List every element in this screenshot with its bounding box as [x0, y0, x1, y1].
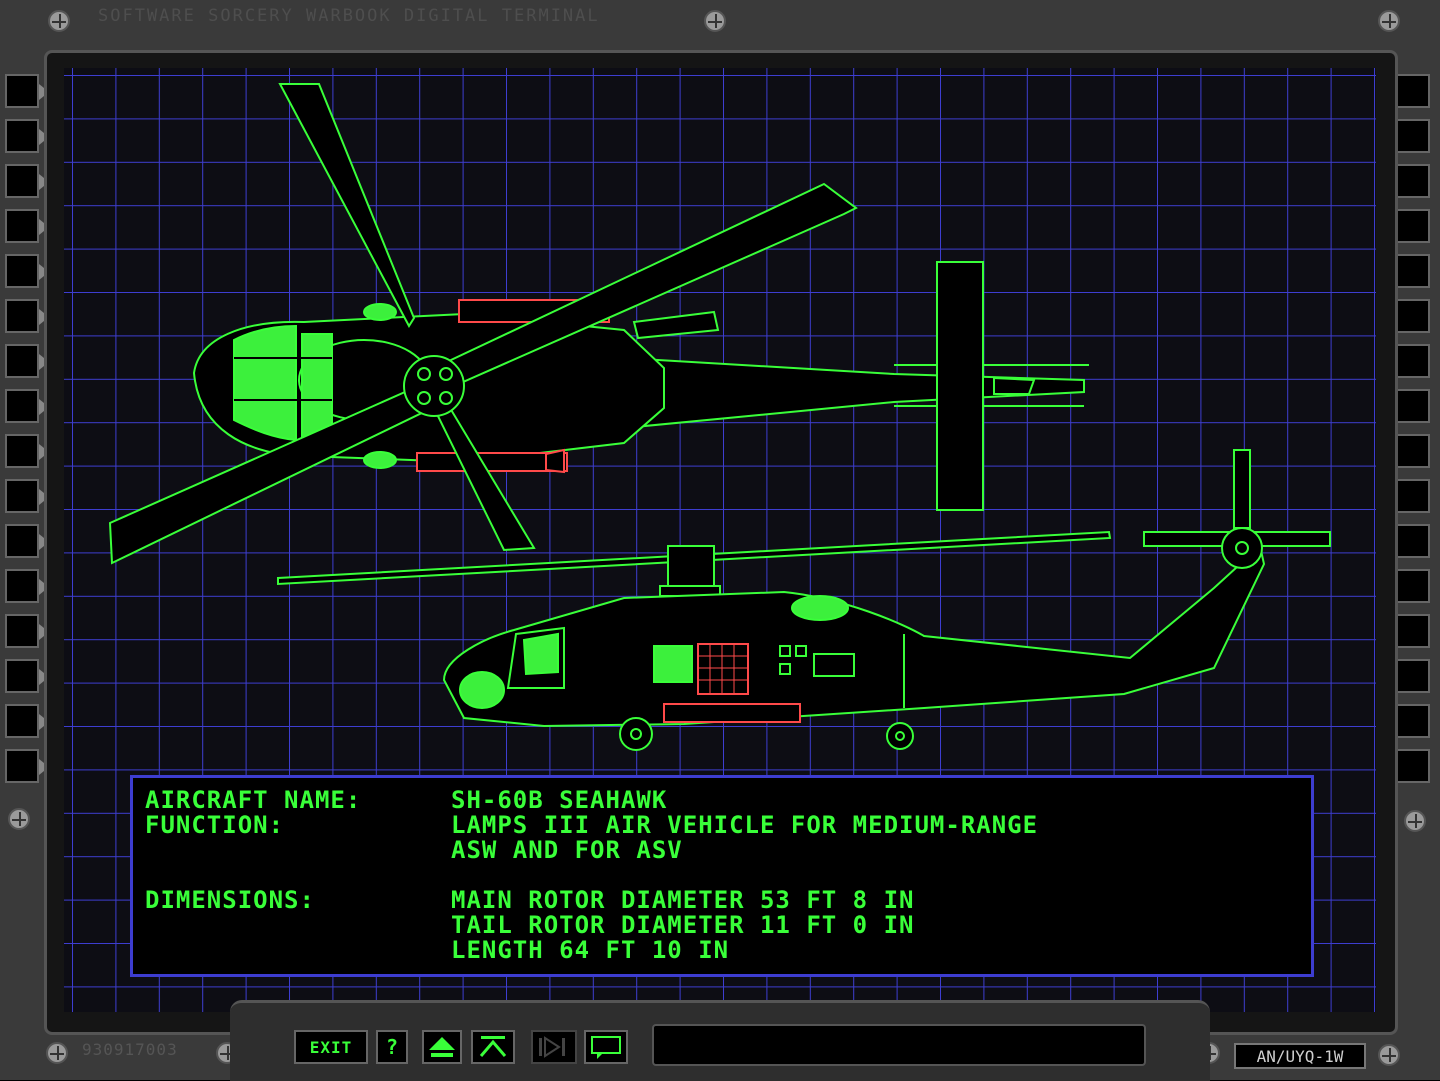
screw-icon — [1378, 1044, 1400, 1066]
dimension-line: LENGTH 64 FT 10 IN — [451, 936, 730, 964]
aircraft-info-panel: AIRCRAFT NAME: SH-60B SEAHAWK FUNCTION: LA… — [130, 775, 1314, 977]
helicopter-top-view — [108, 83, 1089, 565]
screw-icon — [1378, 10, 1400, 32]
next-page-icon — [539, 1036, 565, 1058]
side-tab[interactable] — [1386, 524, 1430, 558]
next-page-button[interactable] — [531, 1030, 577, 1064]
side-tab[interactable] — [1386, 119, 1430, 153]
screw-icon — [704, 10, 726, 32]
side-tab[interactable] — [1386, 749, 1430, 783]
side-tab[interactable] — [5, 209, 49, 243]
screw-icon — [48, 10, 70, 32]
function-label: FUNCTION: — [145, 811, 285, 839]
side-tab[interactable] — [5, 524, 49, 558]
display-button[interactable] — [584, 1030, 628, 1064]
side-tab[interactable] — [5, 119, 49, 153]
side-tab[interactable] — [1386, 164, 1430, 198]
side-tab[interactable] — [1386, 299, 1430, 333]
side-tab[interactable] — [5, 659, 49, 693]
function-line: ASW AND FOR ASV — [451, 836, 683, 864]
side-tab[interactable] — [5, 569, 49, 603]
status-display-field — [652, 1024, 1146, 1066]
screw-icon — [46, 1042, 68, 1064]
dimension-line: MAIN ROTOR DIAMETER 53 FT 8 IN — [451, 886, 915, 914]
side-tab[interactable] — [1386, 344, 1430, 378]
side-tab[interactable] — [1386, 704, 1430, 738]
side-tab[interactable] — [1386, 209, 1430, 243]
side-tab[interactable] — [5, 164, 49, 198]
help-button[interactable]: ? — [376, 1030, 408, 1064]
side-tab[interactable] — [1386, 74, 1430, 108]
side-tab[interactable] — [5, 74, 49, 108]
helicopter-side-view — [277, 449, 1331, 751]
aircraft-name-label: AIRCRAFT NAME: — [145, 786, 362, 814]
side-tab[interactable] — [1386, 389, 1430, 423]
right-side-tabs — [1386, 74, 1436, 794]
terminal-header-label: SOFTWARE SORCERY WARBOOK DIGITAL TERMINA… — [98, 6, 600, 26]
side-tab[interactable] — [5, 614, 49, 648]
device-model-label: AN/UYQ-1W — [1234, 1043, 1366, 1069]
top-arrow-icon — [479, 1036, 507, 1057]
side-tab[interactable] — [5, 704, 49, 738]
serial-number-label: 930917003 — [82, 1040, 178, 1059]
side-tab[interactable] — [1386, 434, 1430, 468]
function-line: LAMPS III AIR VEHICLE FOR MEDIUM-RANGE — [451, 811, 1039, 839]
side-tab[interactable] — [1386, 479, 1430, 513]
display-icon — [591, 1036, 621, 1059]
page-top-button[interactable] — [471, 1030, 515, 1064]
page-up-button[interactable] — [422, 1030, 462, 1064]
dimensions-label: DIMENSIONS: — [145, 886, 315, 914]
screw-icon — [8, 808, 30, 830]
side-tab[interactable] — [5, 434, 49, 468]
side-tab[interactable] — [1386, 659, 1430, 693]
side-tab[interactable] — [5, 299, 49, 333]
side-tab[interactable] — [5, 749, 49, 783]
side-tab[interactable] — [5, 389, 49, 423]
left-side-tabs — [5, 74, 49, 794]
side-tab[interactable] — [5, 479, 49, 513]
exit-button[interactable]: EXIT — [294, 1030, 368, 1064]
side-tab[interactable] — [1386, 254, 1430, 288]
side-tab[interactable] — [1386, 569, 1430, 603]
up-arrow-icon — [429, 1037, 455, 1057]
screw-icon — [1404, 810, 1426, 832]
side-tab[interactable] — [1386, 614, 1430, 648]
side-tab[interactable] — [5, 254, 49, 288]
side-tab[interactable] — [5, 344, 49, 378]
aircraft-name-value: SH-60B SEAHAWK — [451, 786, 668, 814]
dimension-line: TAIL ROTOR DIAMETER 11 FT 0 IN — [451, 911, 915, 939]
